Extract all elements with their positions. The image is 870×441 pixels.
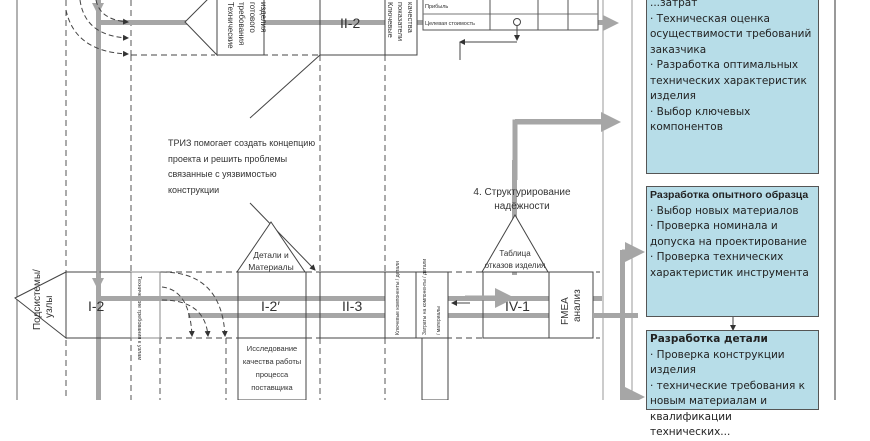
triz-note: ТРИЗ помогает создать концепцию проекта … (168, 138, 316, 195)
svg-text:Ключевые компоненты / детали: Ключевые компоненты / детали (395, 261, 401, 335)
panel-prototype-item: · Выбор новых материалов (650, 204, 799, 217)
svg-text:Подсистемы/: Подсистемы/ (32, 269, 43, 330)
panel-part-title: Разработка детали (650, 333, 768, 345)
stage-i2-label: I-2 (88, 298, 105, 314)
svg-text:Материалы: Материалы (248, 262, 294, 272)
svg-text:процесса: процесса (256, 370, 289, 379)
panel-prototype-title: Разработка опытного образца (650, 189, 809, 201)
reliability-title: 4. Структурирование надёжности (473, 187, 571, 212)
stage-i2prime-label: I-2′ (261, 298, 280, 314)
fmea-box (548, 271, 594, 339)
costs-box (415, 271, 449, 339)
panel-concept-item: · Разработка оптимальных технических хар… (650, 59, 807, 102)
triz-pointer (249, 54, 321, 119)
table-row-profit: Прибыль (425, 4, 448, 10)
svg-text:/ материалы: / материалы (436, 306, 442, 335)
panel-prototype-item: · Проверка технических характеристик инс… (650, 251, 809, 279)
key-units-box (384, 271, 417, 339)
tech-req-units-box (130, 271, 161, 339)
stage-ii3-label: II-3 (342, 298, 362, 314)
flow-top-horizontal (96, 20, 606, 25)
panel-concept-item: ...затрат (650, 0, 698, 9)
svg-text:узлы: узлы (44, 296, 55, 319)
key-quality-label: Ключевыепоказателикачества (386, 2, 415, 41)
svg-text:Затраты на компоненты / детали: Затраты на компоненты / детали (422, 259, 428, 335)
panel-prototype-item: · Проверка номинала и допуска на проекти… (650, 220, 807, 248)
fmea-label-1: FMEA (560, 297, 571, 325)
panel-part-item: · технические требования к новым материа… (650, 379, 806, 439)
svg-text:Технические требования к узлам: Технические требования к узлам (136, 276, 142, 360)
supplier-study-box (237, 337, 307, 400)
svg-text:Исследование: Исследование (247, 344, 297, 353)
svg-text:Детали и: Детали и (253, 250, 289, 260)
panel-concept-item: · Выбор ключевых компонентов (650, 105, 751, 134)
junction-node (513, 18, 521, 26)
flow-bottom-upper (96, 296, 602, 301)
stage-ii2-label: II-2 (340, 15, 360, 31)
table-row-target-cost: Целевая стоимость (425, 21, 475, 27)
panel-concept-item: · Техническая оценка осуществимости треб… (650, 12, 812, 56)
panel-concept: ...затрат · Техническая оценка осуществи… (646, 0, 819, 174)
svg-text:качества работы: качества работы (243, 357, 301, 366)
fmea-label-2: анализ (572, 289, 583, 322)
panel-part-development: Разработка детали · Проверка конструкции… (646, 330, 819, 438)
svg-text:поставщика: поставщика (251, 383, 293, 392)
failure-table-label-2: отказов изделия (485, 261, 546, 270)
triangle-top (184, 0, 218, 57)
key-quality-box (384, 0, 418, 56)
failure-table-label-1: Таблица (499, 249, 531, 258)
flow-vertical (96, 0, 101, 400)
tech-req-product-box (216, 0, 265, 56)
panel-part-item: · Проверка конструкции изделия (650, 348, 785, 377)
panel-prototype: Разработка опытного образца · Выбор новы… (646, 186, 819, 317)
